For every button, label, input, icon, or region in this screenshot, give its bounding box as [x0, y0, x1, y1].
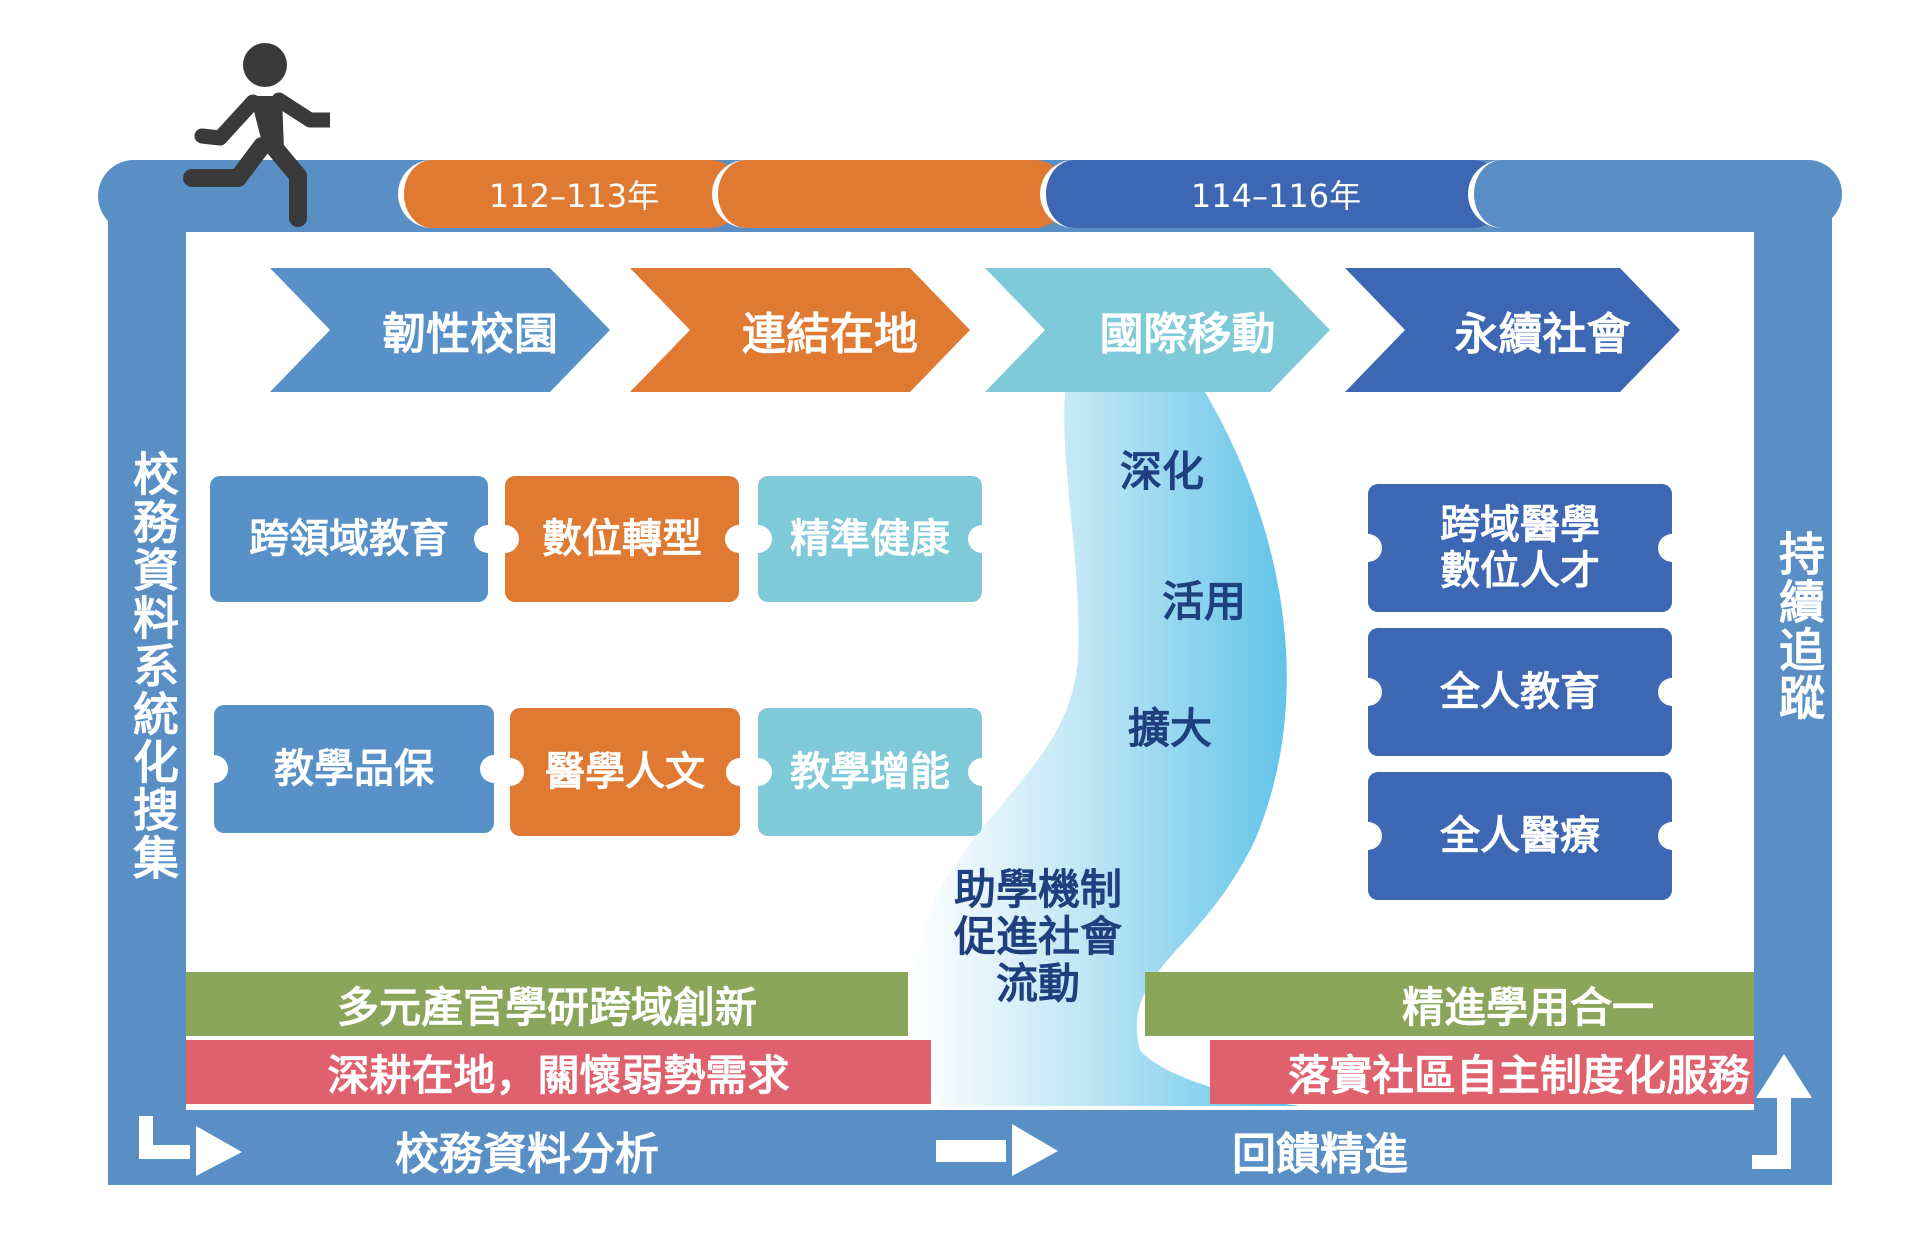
module-notch [1354, 822, 1382, 850]
green-band-left: 多元產官學研跨域創新 [186, 972, 908, 1036]
red-band-left-label: 深耕在地，關懷弱勢需求 [327, 1050, 790, 1100]
river-word-1: 深化 [1120, 447, 1205, 496]
pillar-chevron-1 [270, 268, 610, 392]
frame-right-bar [1754, 200, 1832, 1185]
module-box-2: 數位轉型 [491, 476, 753, 602]
pillar-label-2: 連結在地 [742, 309, 918, 360]
timeline-phase1-label: 112–113年 [488, 177, 660, 215]
module-notch [1658, 678, 1686, 706]
right-module-label-1: 跨域醫學 數位人才 [1440, 502, 1600, 594]
module-label-5: 醫學人文 [545, 749, 705, 795]
timeline-phase2-extension [1468, 160, 1842, 228]
module-notch [1658, 822, 1686, 850]
river-bottom-text: 助學機制 促進社會 流動 [953, 865, 1122, 1009]
timeline-phase2-pill: 114–116年 [1040, 160, 1506, 228]
module-label-1: 跨領域教育 [249, 516, 449, 562]
module-notch [744, 525, 772, 553]
runner-icon [183, 43, 330, 227]
module-label-3: 精準健康 [790, 516, 950, 562]
module-notch [1354, 678, 1382, 706]
module-notch [200, 755, 228, 783]
pillar-label-4: 永續社會 [1454, 309, 1631, 360]
module-label-6: 教學增能 [790, 749, 950, 795]
bottom-bar-right-label: 回饋精進 [1232, 1129, 1408, 1180]
bottom-bar-left-label: 校務資料分析 [395, 1129, 659, 1180]
module-box-6: 教學增能 [744, 708, 996, 836]
left-side-label: 校務資料系統化搜集 [126, 450, 180, 882]
green-band-right-label: 精進學用合一 [1401, 982, 1654, 1032]
right-module-2: 全人教育 [1354, 628, 1686, 756]
right-module-label-2: 全人教育 [1440, 669, 1600, 715]
timeline-phase1-extension [712, 160, 1068, 228]
module-label-4: 教學品保 [274, 746, 434, 792]
module-notch [1354, 534, 1382, 562]
module-box-3: 精準健康 [744, 476, 996, 602]
pillar-label-3: 國際移動 [1099, 309, 1276, 360]
green-band-left-label: 多元產官學研跨域創新 [336, 982, 757, 1032]
red-band-right: 落實社區自主制度化服務 [1210, 1040, 1754, 1104]
module-box-5: 醫學人文 [496, 708, 754, 836]
module-notch [744, 758, 772, 786]
module-label-2: 數位轉型 [542, 516, 702, 562]
frame-left-bar [108, 200, 186, 1185]
right-module-1: 跨域醫學 數位人才 [1354, 484, 1686, 612]
module-notch [968, 525, 996, 553]
right-module-3: 全人醫療 [1354, 772, 1686, 900]
pillar-chevron-4 [1345, 268, 1680, 392]
right-side-label: 持續追蹤 [1772, 530, 1826, 722]
pillar-chevron-3 [985, 268, 1330, 392]
pillar-label-1: 韌性校園 [382, 309, 558, 360]
green-band-right: 精進學用合一 [1145, 972, 1754, 1036]
river-word-2: 活用 [1162, 577, 1247, 626]
river-word-3: 擴大 [1128, 704, 1213, 753]
module-notch [968, 758, 996, 786]
module-notch [1658, 534, 1686, 562]
right-arrow-icon [936, 1124, 1058, 1176]
red-band-right-label: 落實社區自主制度化服務 [1287, 1050, 1750, 1100]
module-box-4: 教學品保 [200, 705, 508, 833]
red-band-left: 深耕在地，關懷弱勢需求 [186, 1040, 931, 1104]
right-module-label-3: 全人醫療 [1440, 813, 1600, 859]
pillar-chevrons [270, 268, 1680, 392]
pillar-chevron-2 [630, 268, 970, 392]
module-notch [496, 758, 524, 786]
timeline-phase2-label: 114–116年 [1190, 177, 1362, 215]
module-notch [491, 525, 519, 553]
up-turn-arrow-icon [1752, 1054, 1812, 1169]
turn-arrow-icon [139, 1116, 242, 1176]
module-box-1: 跨領域教育 [210, 476, 502, 602]
timeline-phase1-pill: 112–113年 [398, 160, 744, 228]
